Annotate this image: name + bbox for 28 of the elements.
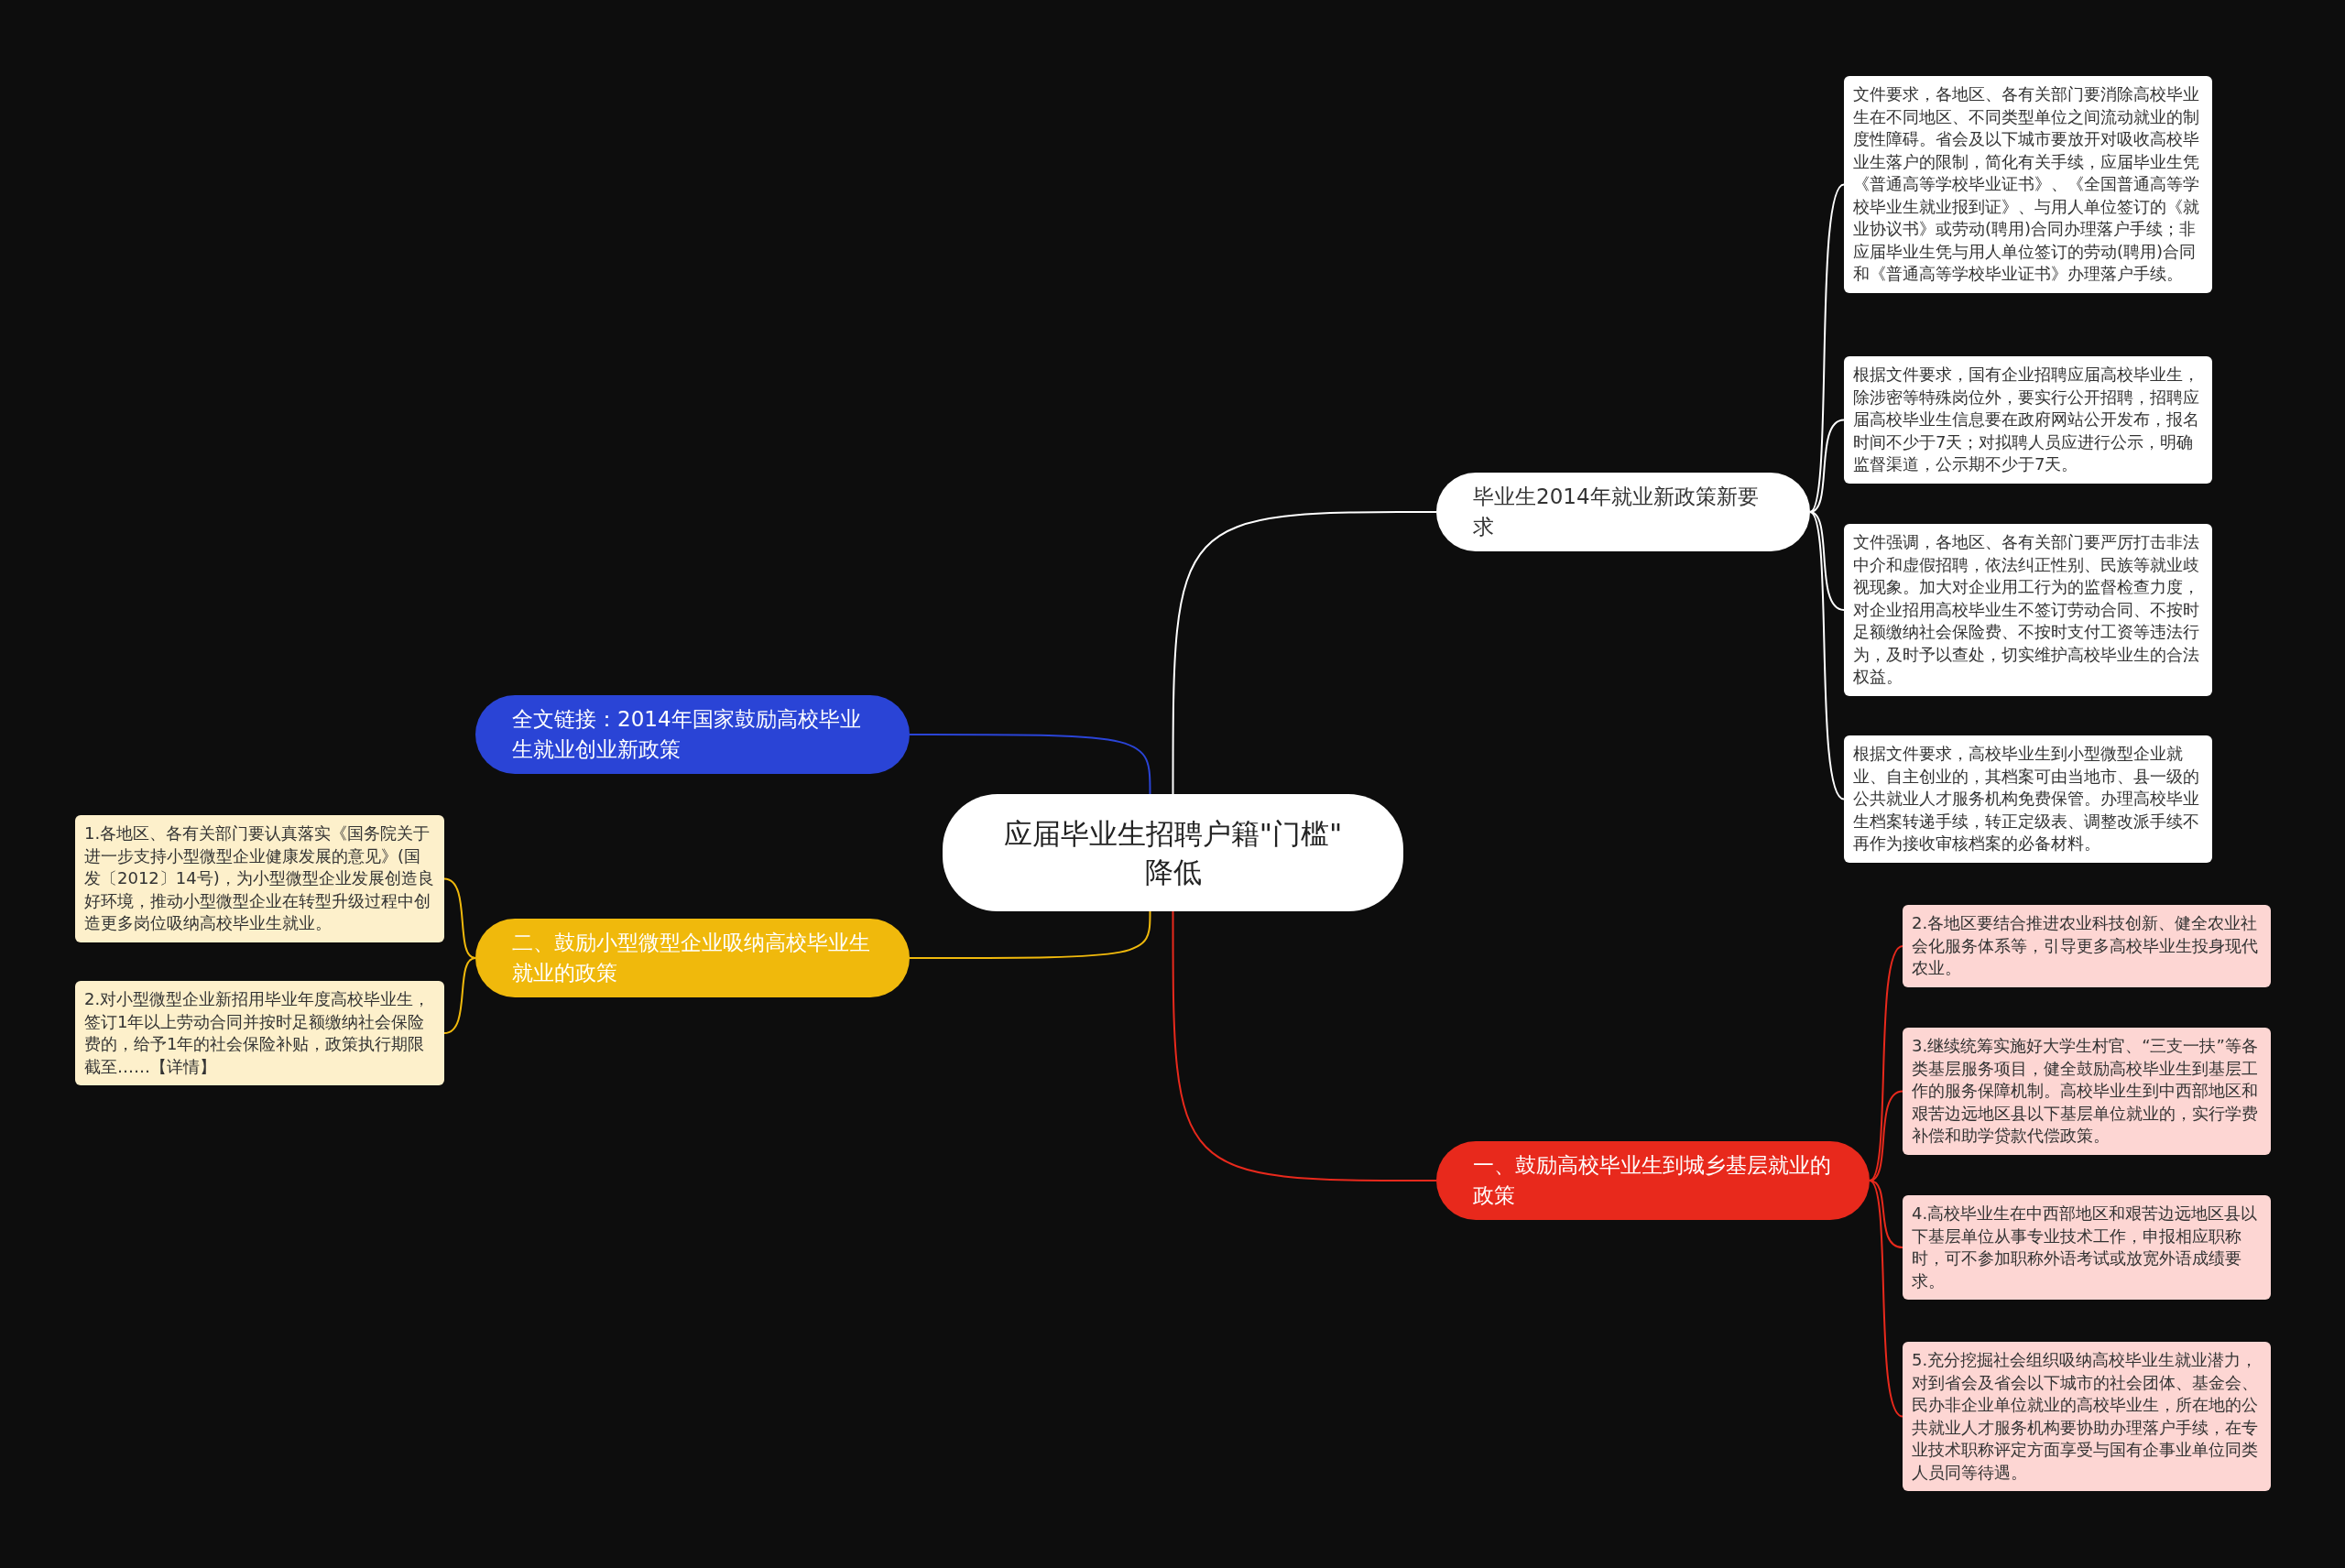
note-card: 3.继续统筹实施好大学生村官、“三支一扶”等各类基层服务项目，健全鼓励高校毕业生到基层工作的服务保障机制。高校毕业生到中西部地区和艰苦边远地区县以下基层单位就业的，实行学费补偿和助学贷款代偿政策。 [1903,1028,2271,1155]
connector-line [443,957,476,1034]
connector-line [1869,1090,1903,1181]
branch-topic: 二、鼓励小型微型企业吸纳高校毕业生就业的政策 [475,919,910,997]
note-card: 4.高校毕业生在中西部地区和艰苦边远地区县以下基层单位从事专业技术工作，申报相应职称时，可不参加职称外语考试或放宽外语成绩要求。 [1903,1195,2271,1300]
connector-line [1809,183,1845,513]
note-card: 5.充分挖掘社会组织吸纳高校毕业生就业潜力，对到省会及省会以下城市的社会团体、基金会、民办非企业单位就业的高校毕业生，所在地的公共就业人才服务机构要协助办理落户手续，在专业技术职称评定方面享受与国有企事业单位同类人员同等待遇。 [1903,1342,2271,1491]
connector-line [1869,1180,1903,1248]
central-topic: 应届毕业生招聘户籍"门槛" 降低 [943,794,1403,911]
branch-topic: 全文链接：2014年国家鼓励高校毕业生就业创业新政策 [475,695,910,774]
connector-line [909,734,1151,795]
note-card: 2.对小型微型企业新招用毕业年度高校毕业生，签订1年以上劳动合同并按时足额缴纳社会保险费的，给予1年的社会保险补贴，政策执行期限截至……【详情】 [75,981,444,1085]
note-card: 根据文件要求，国有企业招聘应届高校毕业生，除涉密等特殊岗位外，要实行公开招聘，招聘应届高校毕业生信息要在政府网站公开发布，报名时间不少于7天；对拟聘人员应进行公示，明确监督渠道，公示期不少于7天。 [1844,356,2212,484]
connector-line [1172,910,1437,1181]
connector-line [1809,511,1845,800]
connector-line [1172,511,1437,795]
branch-topic: 一、鼓励高校毕业生到城乡基层就业的政策 [1436,1141,1870,1220]
connector-line [1809,419,1845,513]
note-card: 文件要求，各地区、各有关部门要消除高校毕业生在不同地区、不同类型单位之间流动就业的制度性障碍。省会及以下城市要放开对吸收高校毕业生落户的限制，简化有关手续，应届毕业生凭《普通高等学校毕业证书》、《全国普通高等学校毕业生就业报到证》、与用人单位签订的《就业协议书》或劳动(聘用)合同办理落户手续；非应届毕业生凭与用人单位签订的劳动(聘用)合同和《普通高等学校毕业证书》办理落户手续。 [1844,76,2212,293]
note-card: 2.各地区要结合推进农业科技创新、健全农业社会化服务体系等，引导更多高校毕业生投身现代农业。 [1903,905,2271,987]
note-card: 文件强调，各地区、各有关部门要严厉打击非法中介和虚假招聘，依法纠正性别、民族等就业歧视现象。加大对企业用工行为的监督检查力度，对企业招用高校毕业生不签订劳动合同、不按时足额缴纳社会保险费、不按时支付工资等违法行为，及时予以查处，切实维护高校毕业生的合法权益。 [1844,524,2212,696]
connector-line [909,910,1151,959]
branch-topic: 毕业生2014年就业新政策新要求 [1436,473,1810,551]
note-card: 1.各地区、各有关部门要认真落实《国务院关于进一步支持小型微型企业健康发展的意见》(国发〔2012〕14号)，为小型微型企业发展创造良好环境，推动小型微型企业在转型升级过程中创造更多岗位吸纳高校毕业生就业。 [75,815,444,942]
connector-line [1809,511,1845,611]
connector-line [443,877,476,959]
connector-line [1869,1180,1903,1418]
note-card: 根据文件要求，高校毕业生到小型微型企业就业、自主创业的，其档案可由当地市、县一级的公共就业人才服务机构免费保管。办理高校毕业生档案转递手续，转正定级表、调整改派手续不再作为接收审核档案的必备材料。 [1844,735,2212,863]
